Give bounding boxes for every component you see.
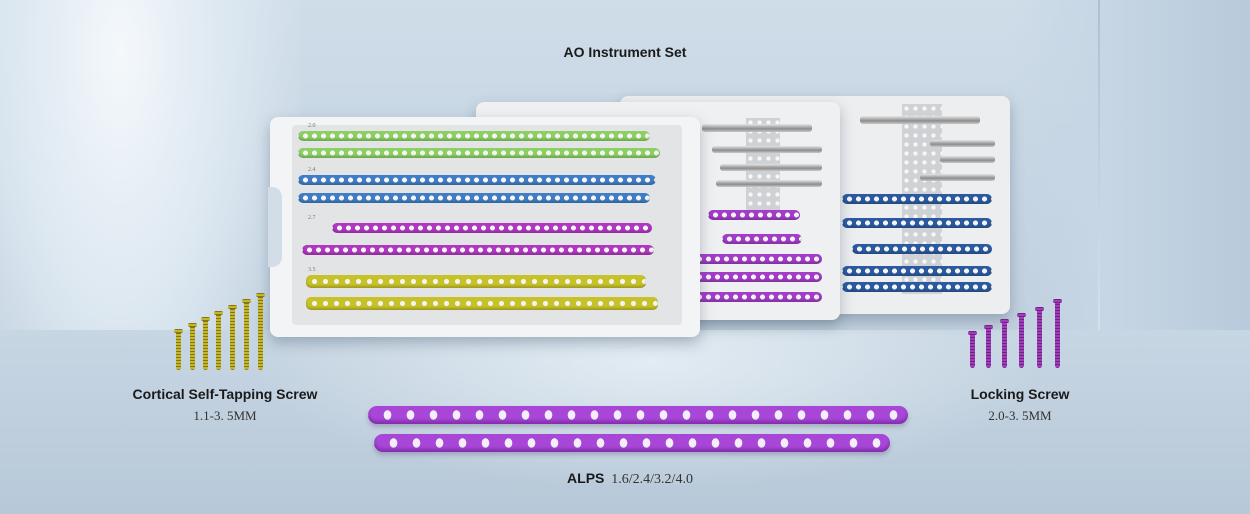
bone-plate: [842, 266, 992, 276]
bone-plate: [298, 175, 656, 185]
forceps: [860, 116, 980, 124]
cortical-range: 1.1-3. 5MM: [193, 408, 257, 423]
tray-notch: [268, 187, 282, 267]
drill-bit: [716, 180, 822, 187]
cortical-label: Cortical Self-Tapping Screw 1.1-3. 5MM: [100, 386, 350, 424]
locking-screw: [1000, 319, 1009, 368]
cortical-screw: [174, 329, 183, 370]
cortical-screw: [228, 305, 237, 370]
alps-range: 1.6/2.4/3.2/4.0: [611, 472, 693, 487]
locking-screw: [984, 325, 993, 368]
tray-marking: 3.5: [308, 267, 316, 273]
bone-plate: [306, 275, 646, 288]
locking-label: Locking Screw 2.0-3. 5MM: [940, 386, 1100, 424]
bone-plate: [842, 194, 992, 204]
forceps: [702, 124, 812, 132]
cortical-screw: [214, 311, 223, 370]
bone-plate: [306, 297, 658, 310]
drill-bit: [712, 146, 822, 153]
locking-screw: [1017, 313, 1026, 368]
tray-marking: 2.0: [308, 123, 316, 129]
alps-plate: [374, 434, 890, 452]
bone-plate: [852, 244, 992, 254]
bone-plate: [708, 210, 800, 220]
drill-bit: [940, 156, 995, 163]
wall-corner: [1098, 0, 1100, 330]
alps-plate: [368, 406, 908, 424]
drill-bit: [930, 140, 995, 147]
bone-plate: [722, 234, 802, 244]
locking-range: 2.0-3. 5MM: [988, 408, 1052, 423]
cortical-screw: [201, 317, 210, 370]
page-title: AO Instrument Set: [563, 44, 687, 60]
cortical-name: Cortical Self-Tapping Screw: [132, 386, 318, 402]
alps-name: ALPS: [567, 470, 605, 486]
bone-plate: [692, 292, 822, 302]
bone-plate: [302, 245, 654, 255]
tray-marking: 2.7: [308, 215, 316, 221]
bone-plate: [692, 254, 822, 264]
alps-label: ALPS 1.6/2.4/3.2/4.0: [430, 470, 830, 488]
locking-name: Locking Screw: [970, 386, 1070, 402]
cortical-screw: [188, 323, 197, 370]
bone-plate: [692, 272, 822, 282]
drill-bit: [720, 164, 822, 171]
tray-marking: 2.4: [308, 167, 316, 173]
drill-bit: [920, 174, 995, 181]
bone-plate: [298, 131, 650, 141]
bone-plate: [842, 218, 992, 228]
locking-screw: [1035, 307, 1044, 368]
locking-screw: [968, 331, 977, 368]
bone-plate: [842, 282, 992, 292]
cortical-screw: [256, 293, 265, 370]
bone-plate: [298, 148, 660, 158]
locking-screw: [1053, 299, 1062, 368]
plate-tray-front: 2.0 2.4 2.7 3.5: [268, 117, 700, 337]
bone-plate: [298, 193, 650, 203]
bone-plate: [332, 223, 652, 233]
cortical-screw: [242, 299, 251, 370]
